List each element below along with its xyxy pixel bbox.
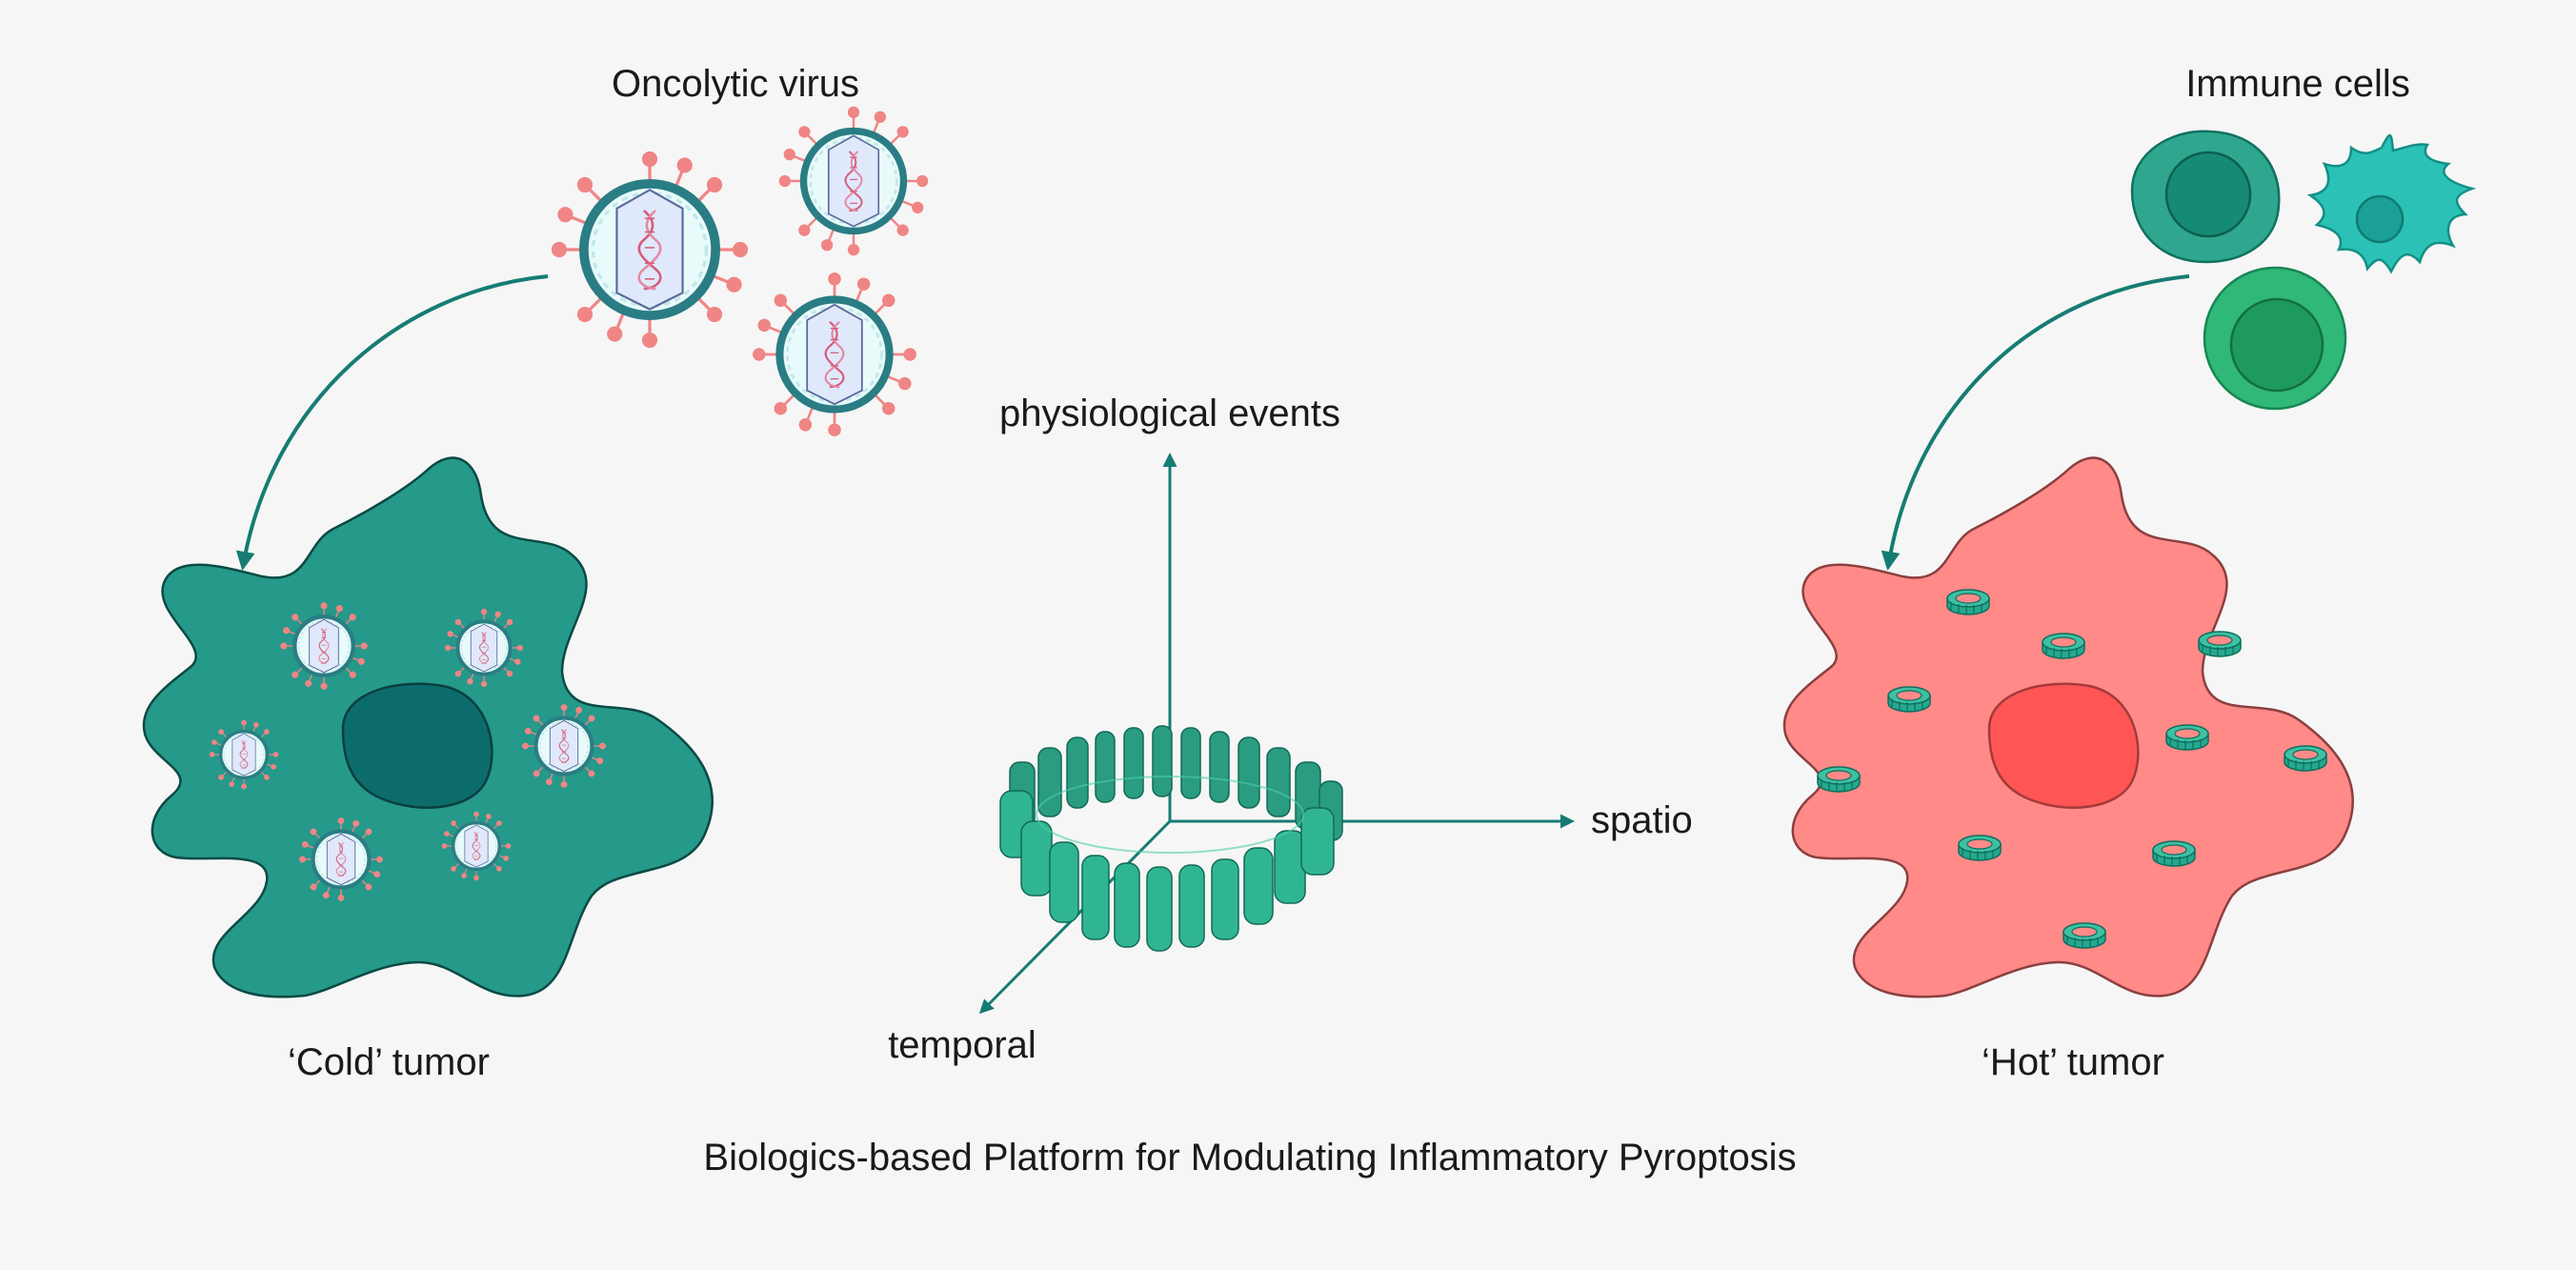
cold-tumor-cell (142, 456, 714, 998)
virus-large-icon (552, 151, 747, 347)
temporal-label: temporal (888, 1024, 1036, 1066)
virus-to-cold-arrow (235, 274, 549, 571)
gasdermin-ring-icon (999, 725, 1343, 952)
virus-small-top-icon (779, 107, 928, 255)
lymphocyte-green-icon (2203, 266, 2347, 411)
hot-tumor-cell (1782, 456, 2354, 998)
immune-cells-label: Immune cells (2185, 63, 2410, 105)
virus-small-bottom-icon (754, 273, 916, 436)
hot-tumor-nucleus (1987, 682, 2140, 809)
spatio-label: spatio (1591, 799, 1693, 841)
axes (978, 453, 1575, 1015)
immune-to-hot-arrow (1881, 274, 2190, 571)
physiological-events-label: physiological events (999, 393, 1340, 434)
hot-tumor-label: ‘Hot’ tumor (1982, 1041, 2164, 1083)
oncolytic-virus-label: Oncolytic virus (612, 63, 859, 105)
dendritic-cell-icon (2306, 134, 2477, 274)
diagram-caption: Biologics-based Platform for Modulating … (703, 1137, 1796, 1179)
cold-tumor-label: ‘Cold’ tumor (288, 1041, 490, 1083)
cold-tumor-nucleus (341, 682, 493, 809)
lymphocyte-dark-icon (2130, 130, 2281, 264)
